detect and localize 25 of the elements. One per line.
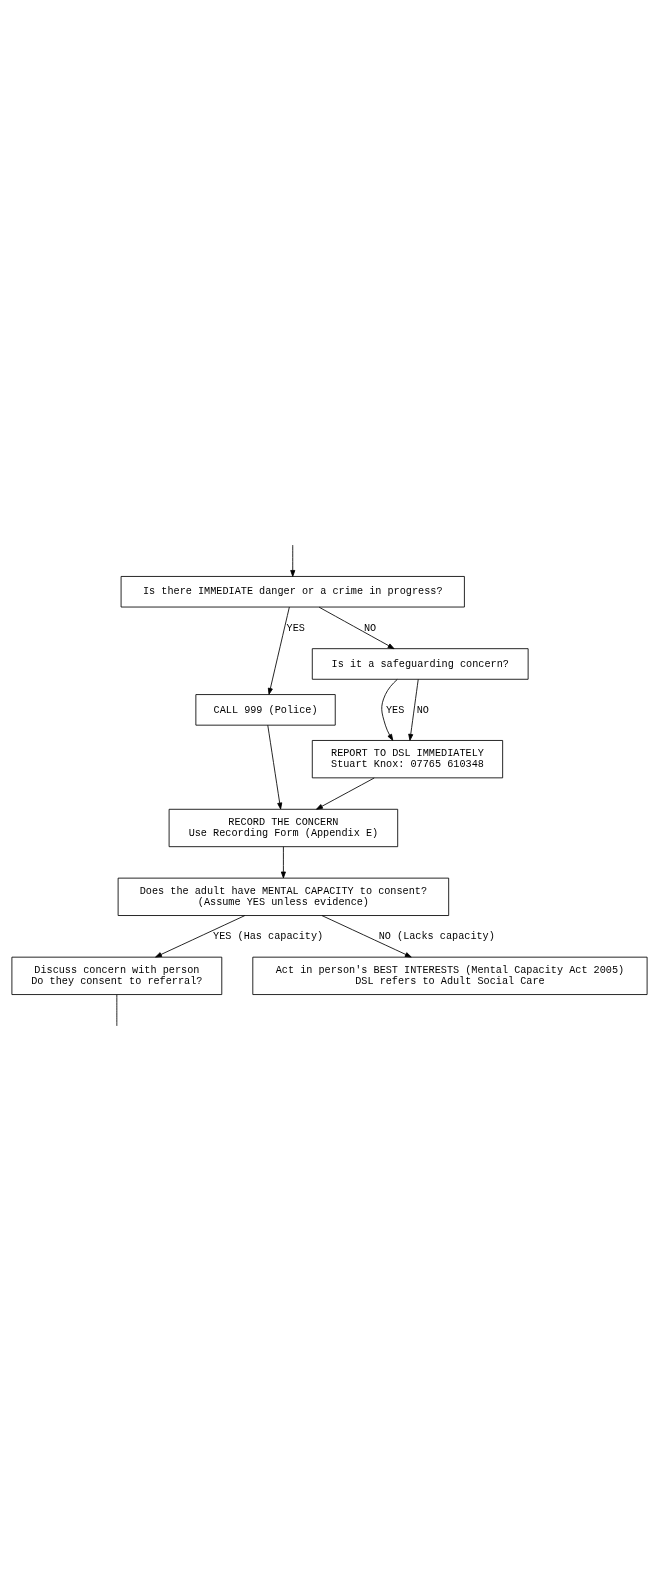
node-box: Does the adult have MENTAL CAPACITY to consent? (Assume YES unless evidence) <box>117 877 450 916</box>
arrow <box>316 777 375 810</box>
arrow <box>321 914 412 957</box>
connector <box>116 993 118 1026</box>
arrow <box>267 606 290 695</box>
arrow <box>290 544 296 577</box>
edge-label: NO <box>416 704 429 715</box>
node-box: Is there IMMEDIATE danger or a crime in progress? <box>120 575 465 607</box>
edge-label: YES <box>286 622 305 633</box>
edge-label: NO (Lacks capacity) <box>378 930 495 942</box>
arrow <box>155 914 246 957</box>
node-box: Discuss concern with person Do they consent to referral? <box>11 956 223 995</box>
edge-label: NO <box>363 622 377 633</box>
arrow <box>381 678 398 741</box>
edge-label: YES (Has capacity) <box>213 930 324 942</box>
node-box: Act in person's BEST INTERESTS (Mental Capacity Act 2005) DSL refers to Adult Social Care <box>252 956 648 995</box>
arrow <box>267 724 283 809</box>
edge-label: YES <box>385 704 405 715</box>
arrow <box>280 845 286 878</box>
arrow <box>318 606 395 649</box>
arrow <box>408 678 419 741</box>
node-box: RECORD THE CONCERN Use Recording Form (Appendix E) <box>168 808 399 847</box>
node-box: CALL 999 (Police) <box>195 693 336 726</box>
node-box: REPORT TO DSL IMMEDIATELY Stuart Knox: 07765 610348 <box>311 739 504 778</box>
node-box: Is it a safeguarding concern? <box>311 647 529 680</box>
